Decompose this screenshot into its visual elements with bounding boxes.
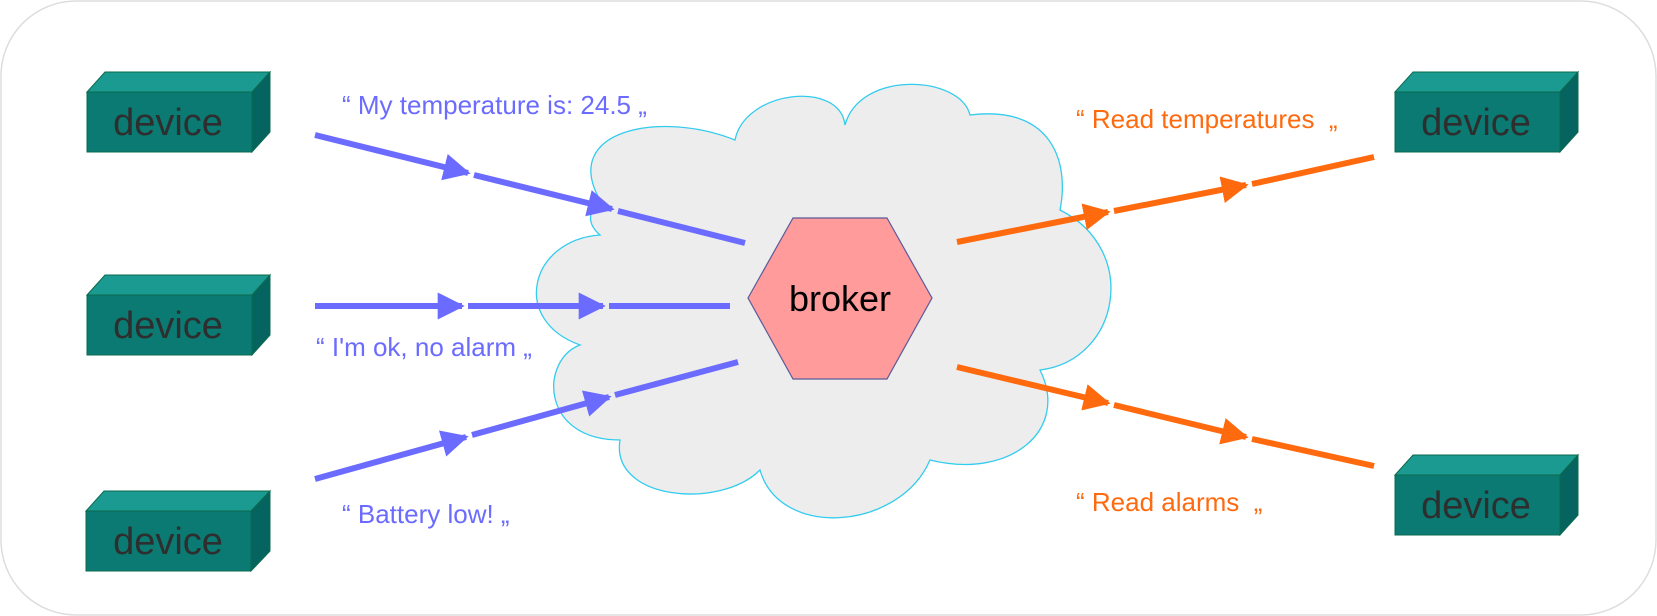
publish-arrow-3 bbox=[314, 359, 739, 482]
device-label: device bbox=[1421, 102, 1531, 144]
device-box-right-1: device bbox=[1393, 70, 1580, 154]
publish-message-1: “ My temperature is: 24.5 „ bbox=[342, 90, 647, 120]
device-label: device bbox=[113, 102, 223, 144]
subscribe-message-2: “ Read alarms „ bbox=[1076, 487, 1262, 517]
subscribe-arrow-2 bbox=[956, 364, 1375, 469]
subscribe-message-1: “ Read temperatures „ bbox=[1076, 104, 1338, 134]
publish-message-3: “ Battery low! „ bbox=[342, 499, 510, 529]
device-label: device bbox=[113, 521, 223, 563]
broker-node: broker bbox=[747, 217, 933, 380]
publish-message-2: “ I'm ok, no alarm „ bbox=[316, 332, 532, 362]
device-box-right-2: device bbox=[1393, 453, 1580, 537]
publish-arrow-1 bbox=[314, 132, 746, 246]
device-label: device bbox=[113, 305, 223, 347]
broker-label: broker bbox=[789, 278, 891, 319]
device-label: device bbox=[1421, 485, 1531, 527]
device-box-left-1: device bbox=[85, 70, 272, 154]
device-box-left-2: device bbox=[85, 273, 272, 357]
device-box-left-3: device bbox=[84, 489, 272, 573]
subscribe-arrow-1 bbox=[956, 154, 1375, 245]
